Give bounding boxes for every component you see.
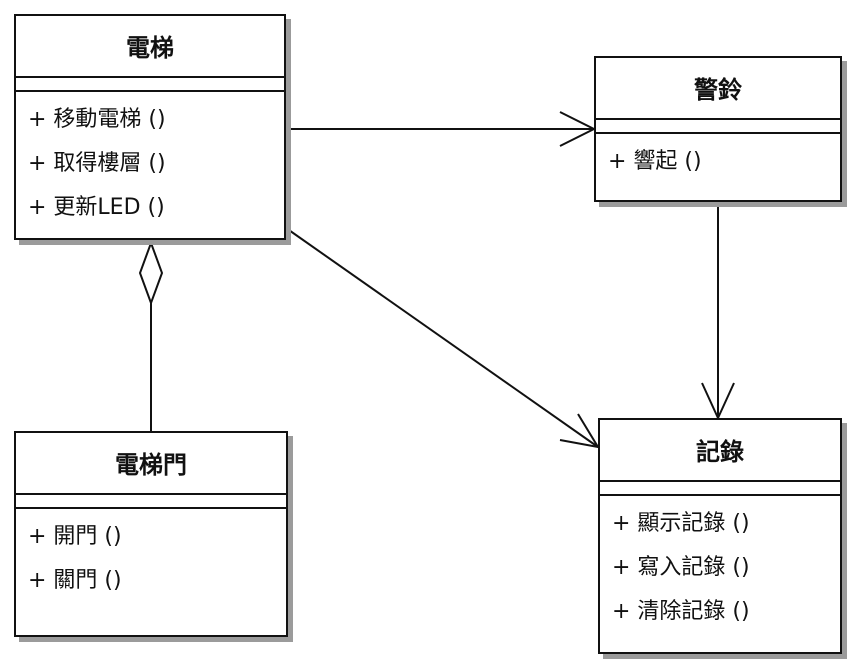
operation: + 移動電梯 () [28, 107, 166, 132]
operation: + 清除記錄 () [612, 599, 750, 624]
operations-compartment: + 開門 () + 關門 () [16, 509, 286, 603]
class-record[interactable]: 記錄 + 顯示記錄 () + 寫入記錄 () + 清除記錄 () [598, 418, 842, 654]
operations-compartment: + 響起 () [596, 134, 840, 184]
operation: + 開門 () [28, 524, 122, 549]
class-name: 電梯門 [16, 433, 286, 495]
operations-compartment: + 顯示記錄 () + 寫入記錄 () + 清除記錄 () [600, 496, 840, 634]
class-elevator-door[interactable]: 電梯門 + 開門 () + 關門 () [14, 431, 288, 637]
class-elevator[interactable]: 電梯 + 移動電梯 () + 取得樓層 () + 更新LED () [14, 14, 286, 240]
operation: + 更新LED () [28, 195, 165, 220]
aggregation-door-elevator [138, 240, 164, 431]
attributes-compartment [600, 482, 840, 496]
attributes-compartment [16, 495, 286, 509]
attributes-compartment [596, 120, 840, 134]
operation: + 取得樓層 () [28, 151, 166, 176]
class-name: 記錄 [600, 420, 840, 482]
class-name: 警鈴 [596, 58, 840, 120]
operations-compartment: + 移動電梯 () + 取得樓層 () + 更新LED () [16, 92, 284, 230]
association-elevator-alarm [286, 111, 597, 147]
association-elevator-record [285, 227, 601, 449]
operation: + 關門 () [28, 568, 122, 593]
attributes-compartment [16, 78, 284, 92]
class-alarm[interactable]: 警鈴 + 響起 () [594, 56, 842, 202]
class-name: 電梯 [16, 16, 284, 78]
association-alarm-record [701, 202, 735, 421]
aggregation-diamond [138, 240, 164, 306]
operation: + 寫入記錄 () [612, 555, 750, 580]
operation: + 響起 () [608, 149, 702, 174]
operation: + 顯示記錄 () [612, 511, 750, 536]
